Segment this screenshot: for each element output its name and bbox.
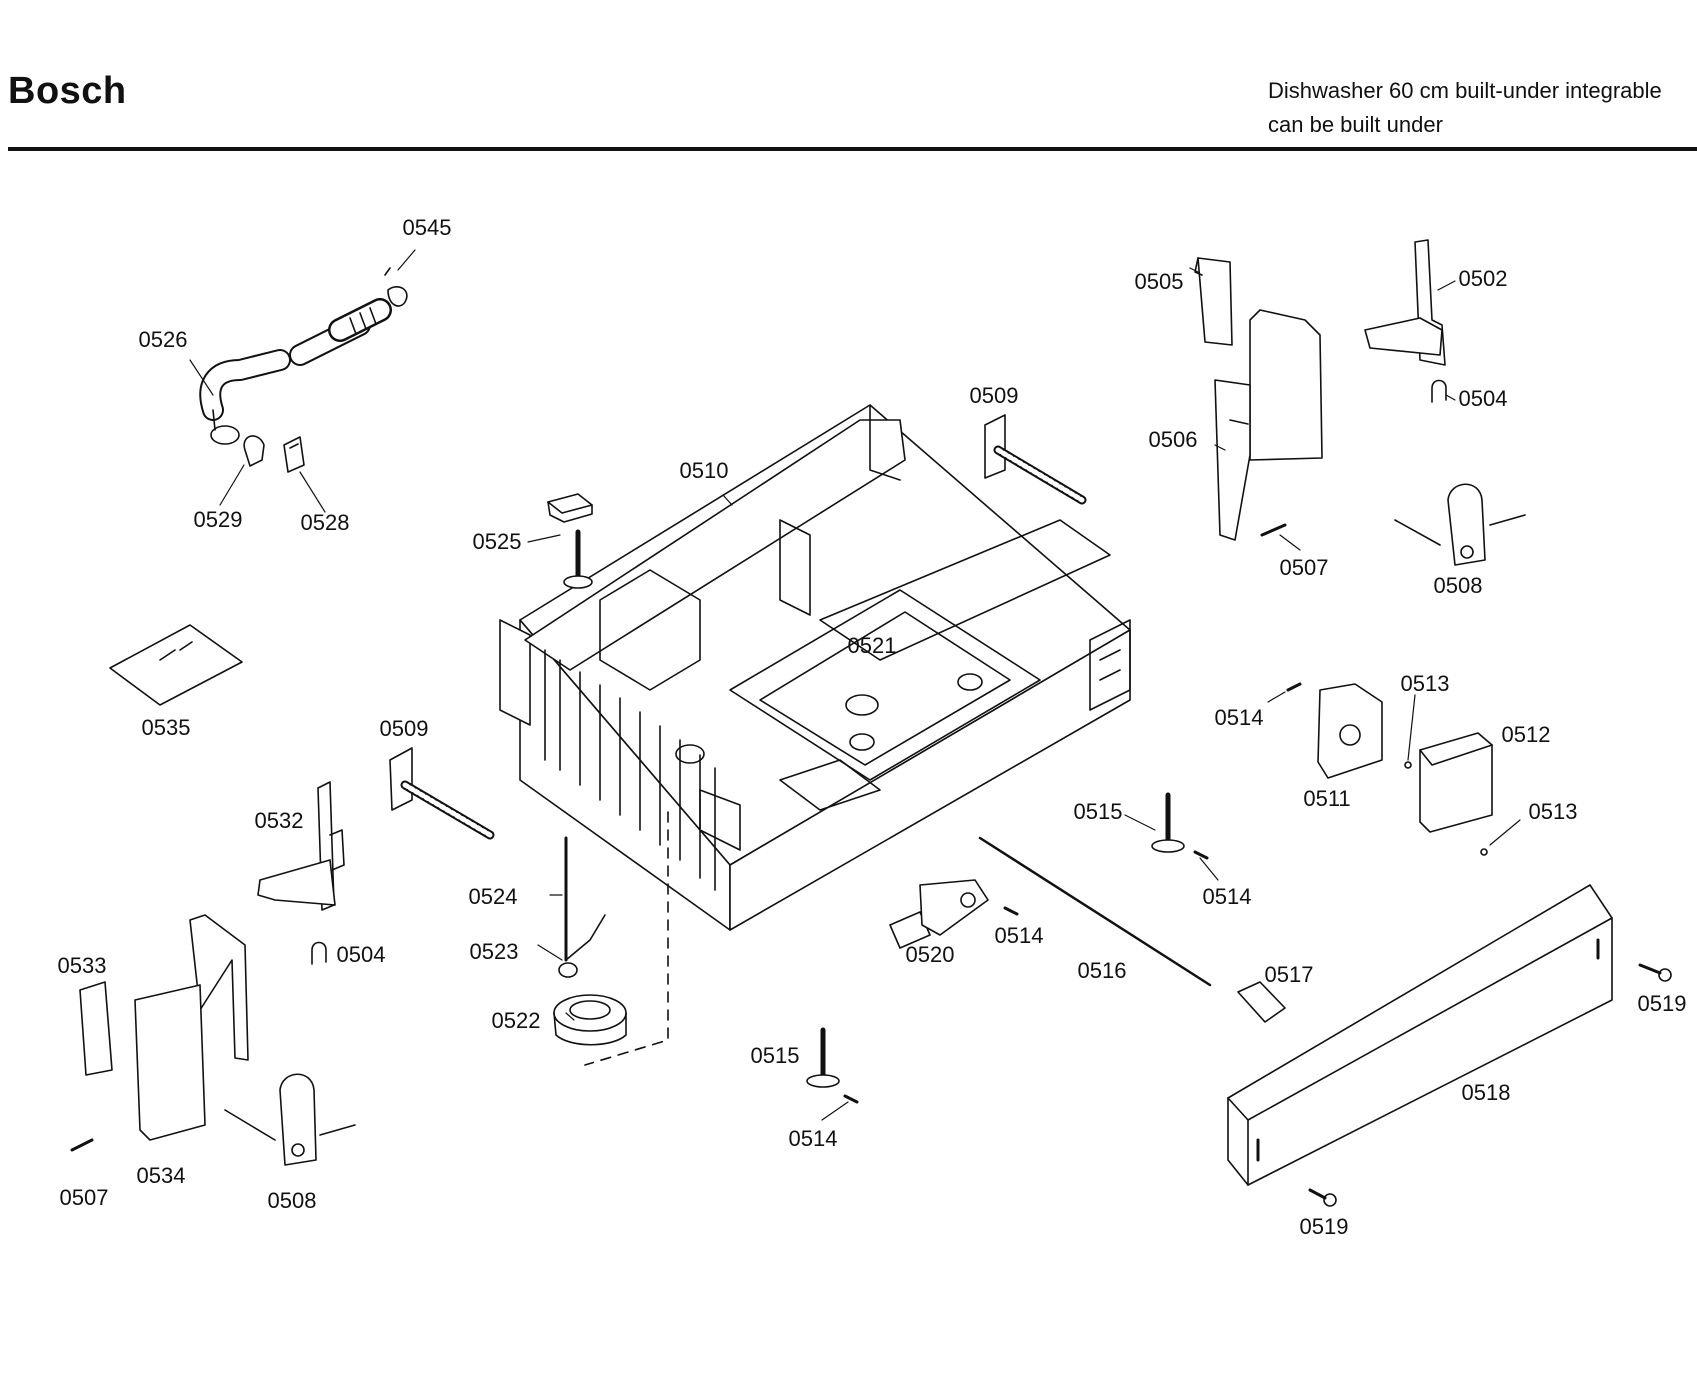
bracket-0532 <box>257 781 345 911</box>
part-label-0545: 0545 <box>402 215 452 240</box>
part-label-0512: 0512 <box>1501 722 1551 747</box>
part-label-0516: 0516 <box>1077 958 1127 983</box>
screw-0519-bottom <box>1308 1188 1337 1207</box>
part-label-0506: 0506 <box>1148 427 1198 452</box>
part-label-0504-top: 0504 <box>1458 386 1508 411</box>
leader-lines <box>189 249 1521 1121</box>
knob-0517 <box>1237 981 1286 1023</box>
part-label-0509-right: 0509 <box>969 383 1019 408</box>
screw-0514-d <box>843 1094 859 1104</box>
part-label-0514-d: 0514 <box>788 1126 838 1151</box>
screw-0514-a <box>1286 682 1302 692</box>
screw-0507-right <box>1260 523 1287 537</box>
part-label-0513-upper: 0513 <box>1400 671 1450 696</box>
part-label-0514-b: 0514 <box>1202 884 1252 909</box>
part-label-0510: 0510 <box>679 458 729 483</box>
float-0523 <box>558 962 578 978</box>
part-label-0526: 0526 <box>138 327 188 352</box>
brand-title: Bosch <box>8 70 127 112</box>
hinge-0508-left <box>224 1073 356 1166</box>
part-label-0529: 0529 <box>193 507 243 532</box>
spring-0509-right <box>984 414 1087 505</box>
clamp-0529 <box>243 435 265 467</box>
screw-0519-right <box>1638 963 1672 982</box>
part-label-0522: 0522 <box>491 1008 541 1033</box>
screw-0513-a <box>1404 761 1412 769</box>
part-label-0519-bottom: 0519 <box>1299 1214 1349 1239</box>
valve-0520 <box>889 879 989 949</box>
part-label-0519-right: 0519 <box>1637 991 1687 1016</box>
part-label-0505: 0505 <box>1134 269 1184 294</box>
cover-0533 <box>79 981 113 1076</box>
part-label-0518: 0518 <box>1461 1080 1511 1105</box>
part-label-0535: 0535 <box>141 715 191 740</box>
spring-0509-left <box>389 747 495 840</box>
bracket-0528 <box>283 436 305 473</box>
part-label-0520: 0520 <box>905 942 955 967</box>
part-label-0513-lower: 0513 <box>1528 799 1578 824</box>
part-label-0508-right: 0508 <box>1433 573 1483 598</box>
part-label-0534: 0534 <box>136 1163 186 1188</box>
foot-0515-lower <box>806 1027 840 1088</box>
hinge-0508-right <box>1394 483 1526 566</box>
part-label-0515-lower: 0515 <box>750 1043 800 1068</box>
part-label-0532: 0532 <box>254 808 304 833</box>
module-0511 <box>1317 683 1383 779</box>
part-label-0521: 0521 <box>847 633 897 658</box>
part-label-0524: 0524 <box>468 884 518 909</box>
part-label-0511: 0511 <box>1303 786 1351 811</box>
part-label-0525: 0525 <box>472 529 522 554</box>
bracket-0502 <box>1364 239 1446 366</box>
header-divider <box>8 147 1697 151</box>
bracket-0505 <box>1194 257 1233 346</box>
cover-0512 <box>1419 732 1493 833</box>
screw-0507-left <box>70 1138 94 1152</box>
part-label-0502: 0502 <box>1458 266 1508 291</box>
part-label-0508-left: 0508 <box>267 1188 317 1213</box>
part-label-0533: 0533 <box>57 953 107 978</box>
part-label-0509-left: 0509 <box>379 716 429 741</box>
bracket-0534 <box>134 914 249 1141</box>
clip-0504-top <box>1431 379 1447 403</box>
model-title-line1: Dishwasher 60 cm built-under integrable <box>1268 78 1662 103</box>
float-rod-0524 <box>564 836 606 962</box>
toe-panel-0518 <box>1227 884 1613 1186</box>
foot-0525 <box>547 493 593 589</box>
part-label-0528: 0528 <box>300 510 350 535</box>
screw-0513-b <box>1480 848 1488 856</box>
rod-0516 <box>978 836 1212 987</box>
bracket-0506 <box>1214 309 1323 541</box>
part-label-0507-left: 0507 <box>59 1185 109 1210</box>
screw-0514-b <box>1193 850 1209 860</box>
connector-dashed-line <box>584 811 669 1066</box>
model-title-line2: can be built under <box>1268 112 1443 137</box>
drain-hose-0526 <box>199 267 408 445</box>
part-label-0504-bottom: 0504 <box>336 942 386 967</box>
clip-0504-bottom <box>311 941 327 965</box>
part-label-0514-a: 0514 <box>1214 705 1264 730</box>
part-label-0517: 0517 <box>1264 962 1314 987</box>
parts-bag-0535 <box>109 624 243 706</box>
cover-0522 <box>553 994 627 1046</box>
part-label-0514-c: 0514 <box>994 923 1044 948</box>
part-label-0507-right: 0507 <box>1279 555 1329 580</box>
screw-0514-c <box>1003 906 1019 916</box>
base-tub-0510 <box>499 404 1131 931</box>
part-label-0523: 0523 <box>469 939 519 964</box>
foot-0515-upper <box>1151 792 1185 853</box>
part-label-0515-upper: 0515 <box>1073 799 1123 824</box>
